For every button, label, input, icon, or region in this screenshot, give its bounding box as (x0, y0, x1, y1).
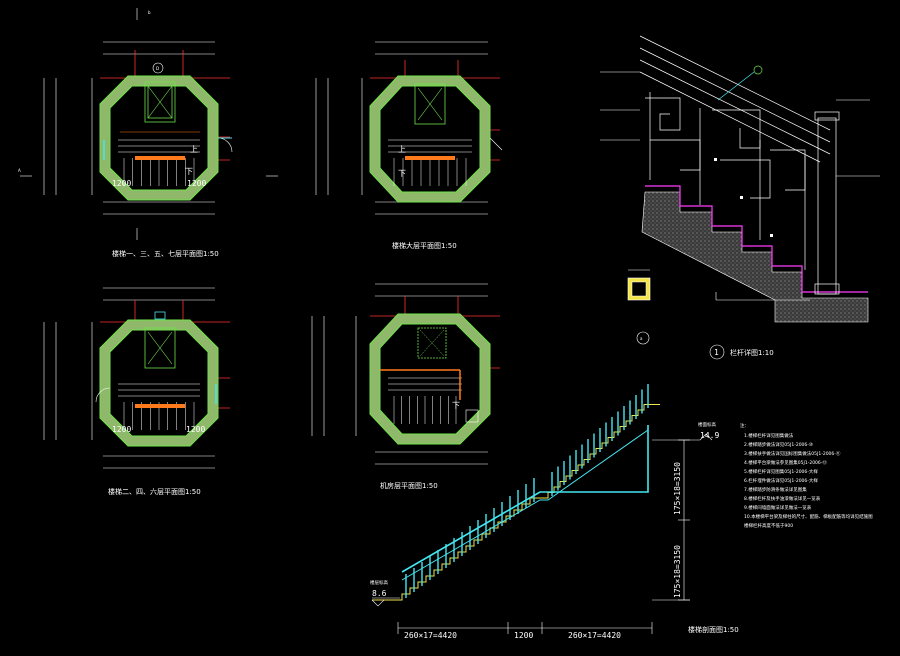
run-right-label: 260×17=4420 (568, 631, 621, 640)
top-level-label: 楼面标高 (698, 421, 716, 428)
railing-detail-no: 1 (714, 348, 719, 357)
note-line: 10.本楼梯平台梁及梯柱的尺寸、配筋、梯板配筋等均详见结施图 (744, 513, 873, 520)
title-plan-bot-left: 楼梯二、四、六层平面图1:50 (108, 487, 201, 496)
plan-top-mid: 上 下 楼梯大层平面图1:50 (315, 41, 503, 250)
width-left-label-bl: 1200 (112, 425, 131, 434)
width-right-label: 1200 (187, 179, 206, 188)
notes-block: 注： 1.楼梯栏杆详见图集做法 2.楼梯踏步做法详见05J1-2006-⑩ 3.… (740, 422, 873, 529)
rise-upper-label: 175×18=3150 (673, 462, 682, 515)
plan-bot-mid: 下 机房层平面图1:50 (311, 283, 500, 490)
plan-bot-left: 1200 1200 楼梯二、四、六层平面图1:50 (43, 287, 230, 496)
title-plan-top-mid: 楼梯大层平面图1:50 (392, 241, 457, 250)
note-line: 6.栏杆埋件做法详见05J1-2006-大样 (744, 477, 818, 484)
note-line: 3.楼梯扶手做法详见国标图集做法05J1-2006-⑪ (744, 450, 841, 457)
marker-d: D (156, 66, 159, 71)
bottom-level-label: 楼层标高 (370, 579, 388, 586)
title-railing: 栏杆详图1:10 (730, 348, 774, 357)
down-label-bm: 下 (452, 401, 460, 410)
note-line: 楼梯栏杆高度不低于900 (744, 522, 793, 529)
down-label-tm: 下 (398, 169, 406, 178)
up-label-tm: 上 (398, 145, 406, 154)
note-line: 2.楼梯踏步做法详见05J1-2006-⑩ (744, 441, 813, 448)
stair-elevation: 260×17=4420 1200 260×17=4420 175×18=3150… (370, 384, 739, 640)
note-line: 5.楼梯栏杆详见图集05J1-2006-大样 (744, 468, 818, 475)
note-line: 9.楼梯间墙面做法详见做法一览表 (744, 504, 812, 511)
section-b-label: b (148, 10, 151, 15)
bottom-level-value: 8.6 (372, 589, 387, 598)
width-right-label-bl: 1200 (186, 425, 205, 434)
run-left-label: 260×17=4420 (404, 631, 457, 640)
note-line: 8.楼梯栏杆及扶手油漆做法详见一览表 (744, 495, 821, 502)
title-plan-bot-mid: 机房层平面图1:50 (380, 481, 438, 490)
note-line: 1.楼梯栏杆详见图集做法 (744, 432, 794, 439)
width-left-label: 1200 (112, 179, 131, 188)
title-elevation: 楼梯剖面图1:50 (688, 625, 739, 634)
down-label: 下 (185, 167, 193, 176)
plan-top-left: D 1200 1200 上 下 A b 楼梯一、三、五、七层平面图1:50 (18, 8, 278, 258)
railing-section-marker: a (640, 336, 643, 341)
top-level-value: 14.9 (700, 431, 719, 440)
title-plan-top-left: 楼梯一、三、五、七层平面图1:50 (112, 249, 219, 258)
notes-heading: 注： (740, 422, 749, 429)
railing-detail: a 1 栏杆详图1:10 (600, 35, 880, 360)
up-label: 上 (190, 145, 198, 154)
rise-lower-label: 175×18=3150 (673, 545, 682, 598)
section-a-label: A (18, 168, 21, 173)
note-line: 7.楼梯踏步防滑条做法详见图集 (744, 486, 807, 493)
landing-label: 1200 (514, 631, 533, 640)
note-line: 4.楼梯平台梁做法参见图集05J1-2006-⑫ (744, 459, 827, 466)
